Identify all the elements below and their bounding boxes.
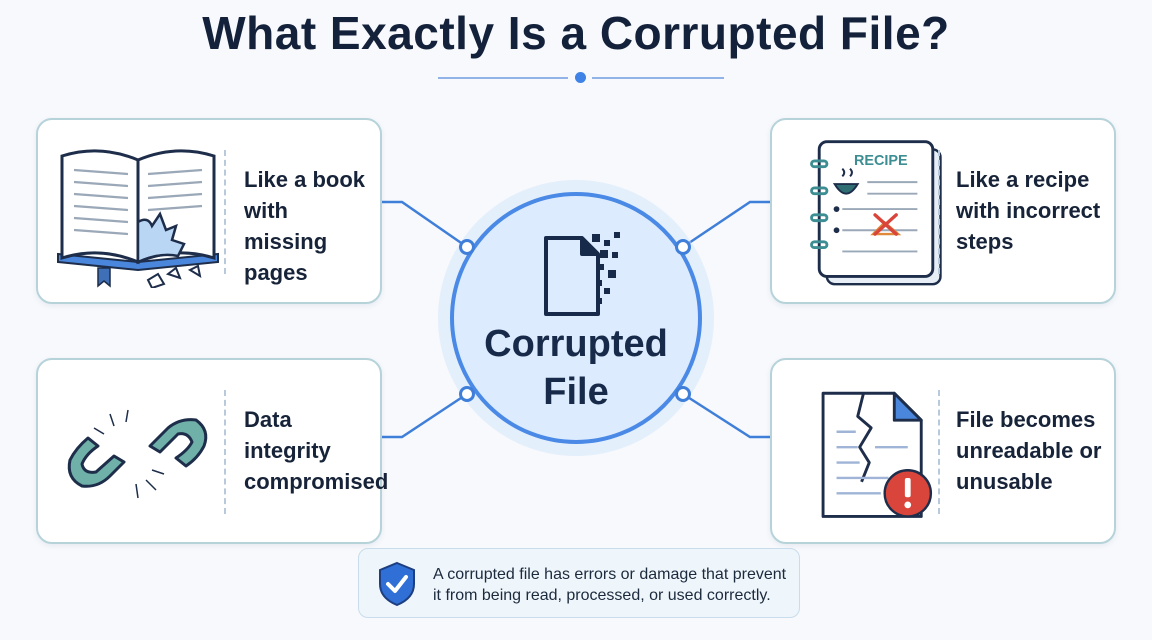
connector-node	[459, 386, 475, 402]
hub-title: Corrupted File	[484, 323, 668, 413]
card-unreadable: File becomes unreadable or unusable	[770, 358, 1116, 544]
card-label: Like a book with missing pages	[244, 167, 366, 285]
broken-chain-icon	[67, 409, 208, 499]
card-data-integrity: Data integrity compromised	[36, 358, 389, 544]
card-divider	[938, 150, 940, 274]
page-title: What Exactly Is a Corrupted File?	[202, 7, 950, 59]
title-divider	[438, 70, 724, 84]
connector-node	[675, 239, 691, 255]
card-divider	[938, 390, 940, 514]
card-label: Data integrity compromised	[244, 407, 389, 494]
card-label: Like a recipe with incorrect steps	[956, 167, 1101, 254]
connector-node	[675, 386, 691, 402]
corrupted-document-icon	[544, 232, 620, 316]
connector-node	[459, 239, 475, 255]
open-book-torn-page-icon	[57, 149, 219, 288]
definition-text: A corrupted file has errors or damage th…	[433, 566, 787, 604]
card-divider	[224, 150, 226, 274]
card-divider	[224, 390, 226, 514]
card-label: File becomes unreadable or unusable	[956, 407, 1102, 494]
definition-note: A corrupted file has errors or damage th…	[358, 548, 800, 618]
recipe-heading: RECIPE	[854, 153, 908, 169]
hub-circle: Corrupted File	[450, 192, 702, 444]
divider-dot	[575, 72, 586, 83]
recipe-card-icon: RECIPE	[810, 140, 942, 286]
cracked-document-error-icon	[821, 391, 933, 518]
shield-check-icon	[379, 561, 415, 607]
card-missing-pages: Like a book with missing pages	[36, 118, 382, 304]
card-incorrect-recipe: RECIPE Like a recipe with incorrect step…	[770, 118, 1116, 304]
